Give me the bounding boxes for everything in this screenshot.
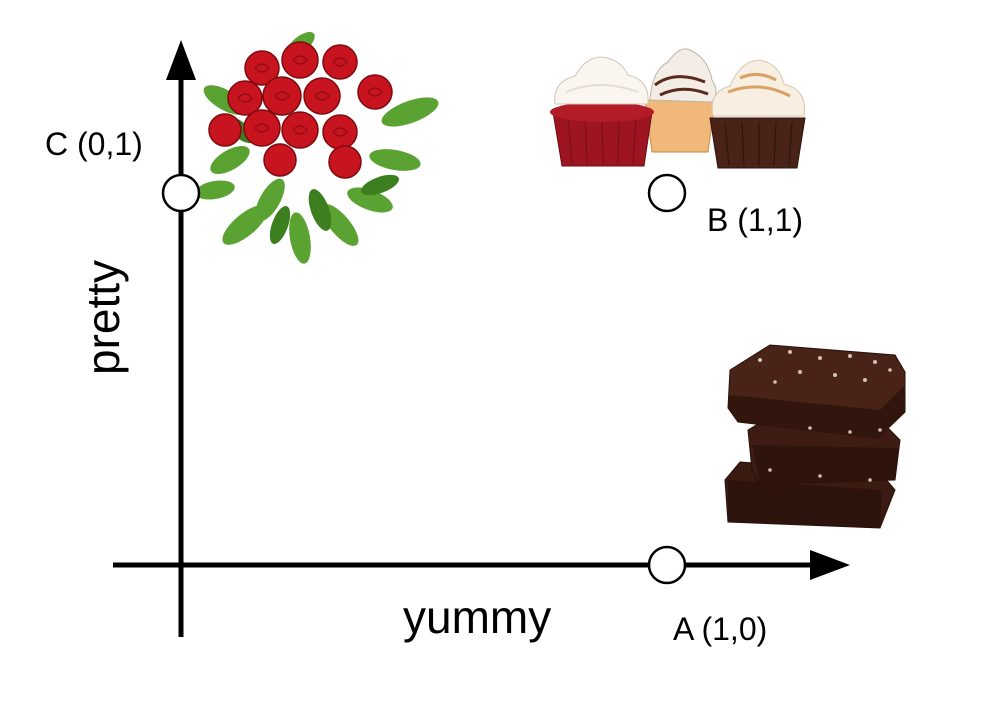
roses-bouquet-image	[195, 31, 439, 264]
point-b-marker	[647, 173, 687, 213]
x-axis	[113, 550, 850, 580]
point-c-marker	[161, 173, 201, 213]
x-axis-arrowhead	[810, 550, 850, 580]
point-a-label: A (1,0)	[673, 611, 767, 647]
point-b-label: B (1,1)	[707, 202, 803, 238]
x-axis-label: yummy	[403, 591, 551, 643]
point-a-marker	[647, 545, 687, 585]
cupcakes-image	[550, 48, 806, 169]
data-points	[161, 173, 687, 585]
brownies-image	[724, 344, 906, 529]
y-axis-label: pretty	[77, 260, 129, 375]
y-axis-arrowhead	[166, 40, 196, 80]
point-c-label: C (0,1)	[45, 126, 143, 162]
y-axis	[166, 40, 196, 637]
